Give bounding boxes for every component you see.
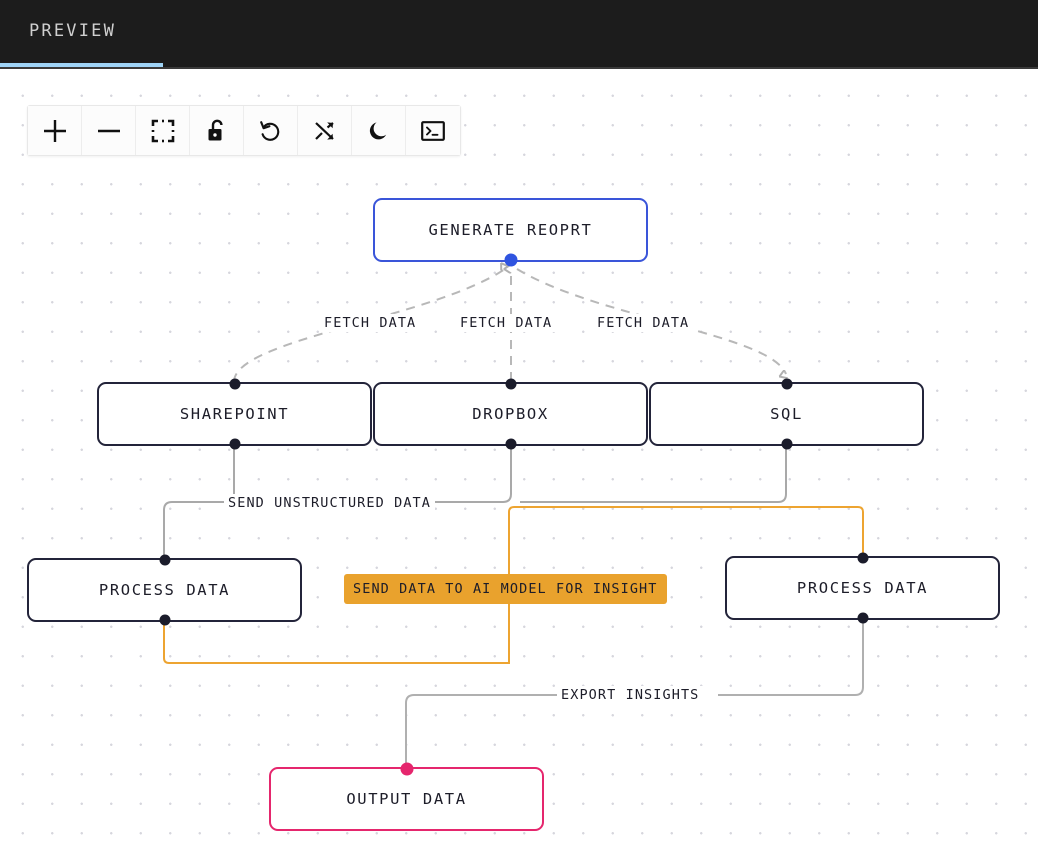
- page-title: PREVIEW: [29, 21, 117, 41]
- zoom-out-button[interactable]: [82, 106, 136, 155]
- node-handle-top[interactable]: [857, 552, 868, 564]
- shuffle-button[interactable]: [298, 106, 352, 155]
- node-handle-bottom[interactable]: [504, 253, 517, 267]
- header-bar: PREVIEW: [0, 0, 1038, 69]
- node-handle-bottom[interactable]: [505, 438, 516, 450]
- node-label: SQL: [770, 405, 803, 423]
- plus-icon: [40, 116, 70, 146]
- edge-label-fetch-data-3[interactable]: FETCH DATA: [593, 314, 694, 332]
- node-handle-top[interactable]: [505, 378, 516, 390]
- node-handle-top[interactable]: [159, 554, 170, 566]
- moon-icon: [367, 119, 391, 143]
- node-handle-top[interactable]: [229, 378, 240, 390]
- edge-label-send-unstructured-data[interactable]: SEND UNSTRUCTURED DATA: [224, 494, 436, 512]
- node-process-data-right[interactable]: PROCESS DATA: [725, 552, 1000, 624]
- edge-label-fetch-data-1[interactable]: FETCH DATA: [320, 314, 421, 332]
- header-divider: [0, 67, 1038, 69]
- shuffle-icon: [313, 119, 337, 143]
- node-label: PROCESS DATA: [796, 579, 929, 597]
- active-tab-underline: [0, 63, 163, 69]
- edge-sql-to-process: [520, 446, 787, 503]
- node-handle-bottom[interactable]: [857, 612, 868, 624]
- zoom-in-button[interactable]: [28, 106, 82, 155]
- node-handle-bottom[interactable]: [159, 614, 170, 626]
- node-label: DROPBOX: [472, 405, 549, 423]
- node-sharepoint[interactable]: SHAREPOINT: [97, 378, 372, 450]
- node-label: PROCESS DATA: [98, 581, 231, 599]
- fit-view-button[interactable]: [136, 106, 190, 155]
- terminal-icon: [421, 120, 445, 141]
- edge-label-send-data-to-ai-model[interactable]: SEND DATA TO AI MODEL FOR INSIGHT: [344, 574, 667, 604]
- node-output-data[interactable]: OUTPUT DATA: [269, 762, 544, 831]
- canvas-toolbar[interactable]: [27, 105, 461, 156]
- lock-toggle-button[interactable]: [190, 106, 244, 155]
- reset-icon: [258, 118, 284, 144]
- console-button[interactable]: [406, 106, 460, 155]
- reset-button[interactable]: [244, 106, 298, 155]
- node-sql[interactable]: SQL: [649, 378, 924, 450]
- flow-canvas[interactable]: GENERATE REOPRT SHAREPOINT DROPBOX SQL P…: [0, 69, 1038, 853]
- node-generate-report[interactable]: GENERATE REOPRT: [373, 198, 648, 267]
- node-handle-top[interactable]: [781, 378, 792, 390]
- node-label: GENERATE REOPRT: [428, 221, 593, 239]
- edge-export-to-output: [405, 694, 560, 768]
- node-handle-top[interactable]: [400, 762, 413, 776]
- unlock-icon: [205, 118, 229, 144]
- edge-process-right-to-output: [718, 621, 864, 696]
- edge-label-fetch-data-2[interactable]: FETCH DATA: [456, 314, 557, 332]
- node-handle-bottom[interactable]: [229, 438, 240, 450]
- node-process-data-left[interactable]: PROCESS DATA: [27, 554, 302, 626]
- edge-label-export-insights[interactable]: EXPORT INSIGHTS: [557, 686, 704, 704]
- minus-icon: [94, 116, 124, 146]
- theme-toggle-button[interactable]: [352, 106, 406, 155]
- edge-unstructured-to-process-left: [163, 501, 230, 558]
- fit-view-icon: [151, 119, 175, 143]
- node-label: SHAREPOINT: [179, 405, 290, 423]
- edge-layer: [163, 69, 864, 768]
- node-handle-bottom[interactable]: [781, 438, 792, 450]
- node-dropbox[interactable]: DROPBOX: [373, 378, 648, 450]
- node-label: OUTPUT DATA: [346, 790, 467, 808]
